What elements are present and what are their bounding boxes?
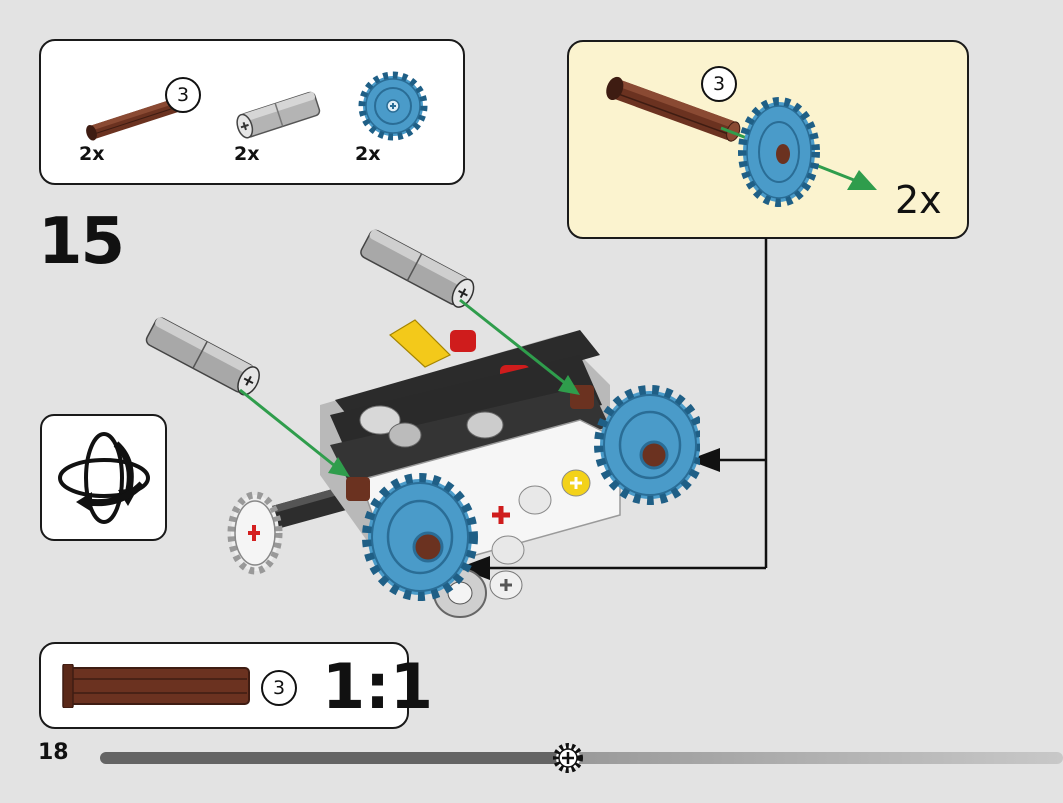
progress-marker-gear-icon bbox=[553, 743, 583, 773]
callout-connector-lines bbox=[458, 238, 768, 580]
small-white-gear bbox=[227, 491, 283, 575]
gray-axle-connector-icon bbox=[236, 91, 321, 139]
scale-reference-panel: 3 bbox=[39, 642, 409, 729]
step-number: 15 bbox=[38, 205, 125, 279]
blue-gear-icon bbox=[358, 71, 428, 141]
part-quantity-connector: 2x bbox=[234, 143, 260, 165]
callout-axle-icon bbox=[606, 76, 741, 142]
scale-length-badge: 3 bbox=[261, 670, 297, 706]
main-assembly-illustration bbox=[145, 229, 700, 618]
axle-length-badge: 3 bbox=[165, 77, 201, 113]
rotate-model-panel bbox=[40, 414, 167, 541]
left-gray-connector bbox=[145, 317, 260, 396]
callout-quantity: 2x bbox=[895, 178, 942, 222]
right-blue-gear bbox=[594, 385, 700, 505]
part-quantity-gear: 2x bbox=[355, 143, 381, 165]
left-blue-gear bbox=[362, 473, 478, 601]
rotate-model-icon bbox=[58, 432, 150, 524]
parts-list-panel: 3 2x 2x 2x bbox=[39, 39, 465, 185]
scale-axle-icon bbox=[62, 664, 250, 708]
callout-gear-icon bbox=[738, 97, 820, 207]
page-number: 18 bbox=[38, 740, 69, 765]
scale-ratio: 1:1 bbox=[322, 650, 434, 723]
part-quantity-axle: 2x bbox=[79, 143, 105, 165]
upper-gray-connector bbox=[360, 229, 475, 308]
callout-length-badge: 3 bbox=[701, 66, 737, 102]
sub-assembly-callout: 3 2x bbox=[567, 40, 969, 239]
